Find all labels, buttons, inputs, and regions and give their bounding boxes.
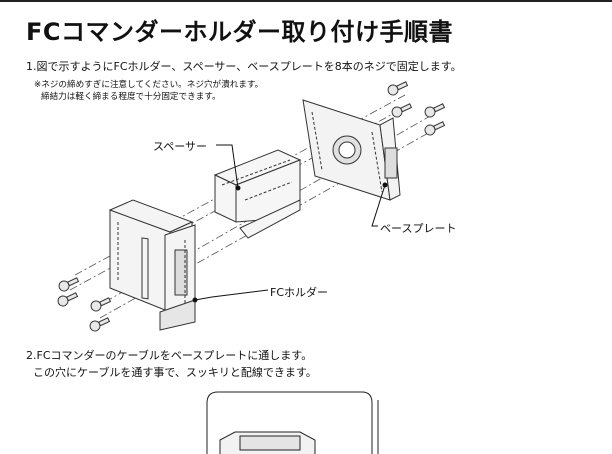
fc-holder-part (108, 199, 196, 331)
label-fc-holder: FCホルダー (270, 286, 329, 299)
label-spacer: スペーサー (153, 140, 208, 153)
step1-note-line2: 締結力は軽く締まる程度で十分固定できます。 (41, 92, 221, 102)
top-rule (0, 0, 612, 2)
step1-note-line1: ※ネジの締めすぎに注意してください。ネジ穴が潰れます。 (34, 80, 264, 90)
leader-lines (192, 144, 388, 303)
cable-routing-figure (206, 391, 379, 454)
spacer-part (213, 149, 302, 239)
screws-right (387, 81, 446, 136)
step2-instruction-line2: この穴にケーブルを通す事で、スッキリと配線できます。 (33, 366, 317, 379)
screws-left (57, 277, 112, 332)
label-base-plate: ベースプレート (380, 222, 457, 235)
step1-instruction: 1.図で示すようにFCホルダー、スペーサー、ベースプレートを8本のネジで固定しま… (26, 60, 462, 73)
page-title: FCコマンダーホルダー取り付け手順書 (26, 18, 454, 46)
base-plate-part (302, 99, 401, 201)
step2-instruction-line1: 2.FCコマンダーのケーブルをベースプレートに通します。 (26, 349, 313, 362)
